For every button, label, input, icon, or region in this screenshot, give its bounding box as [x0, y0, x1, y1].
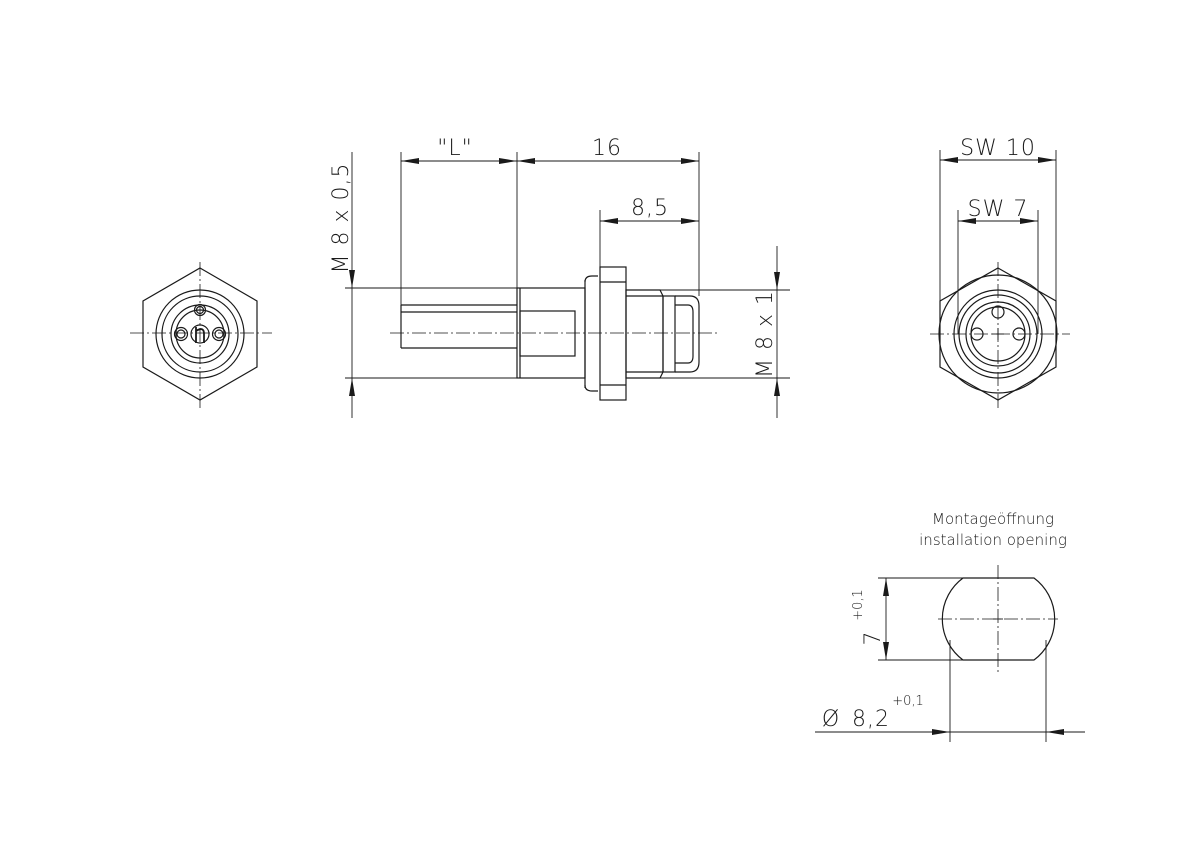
- dimension-length-label: "L": [437, 136, 473, 161]
- dimension-thread-front: M 8 x 1: [753, 290, 778, 378]
- side-view: [390, 266, 720, 401]
- front-view-right-dimensions: [939, 150, 1057, 334]
- side-view-dimensions: [345, 152, 790, 418]
- dimension-diameter-tolerance: +0,1: [892, 694, 924, 709]
- cutout-label-english: installation opening: [919, 531, 1067, 549]
- diameter-symbol: Ø: [822, 707, 840, 732]
- front-view-right: [930, 262, 1070, 410]
- cutout-label-german: Montageöffnung: [932, 510, 1054, 528]
- cutout-dimensions: [815, 577, 1085, 742]
- dimension-thread-rear: M 8 x 0,5: [329, 163, 354, 274]
- dimension-body-length: 16: [592, 136, 622, 161]
- dimension-flat-height: 7: [861, 631, 886, 646]
- dimension-wrench-outer: SW 10: [960, 136, 1036, 161]
- dimension-front-length: 8,5: [631, 196, 669, 221]
- dimension-diameter: 8,2: [852, 707, 890, 732]
- dimension-wrench-inner: SW 7: [968, 197, 1029, 222]
- cutout-shape: [938, 565, 1058, 672]
- dimension-flat-tolerance: +0,1: [851, 589, 866, 621]
- front-view-left: [130, 262, 272, 410]
